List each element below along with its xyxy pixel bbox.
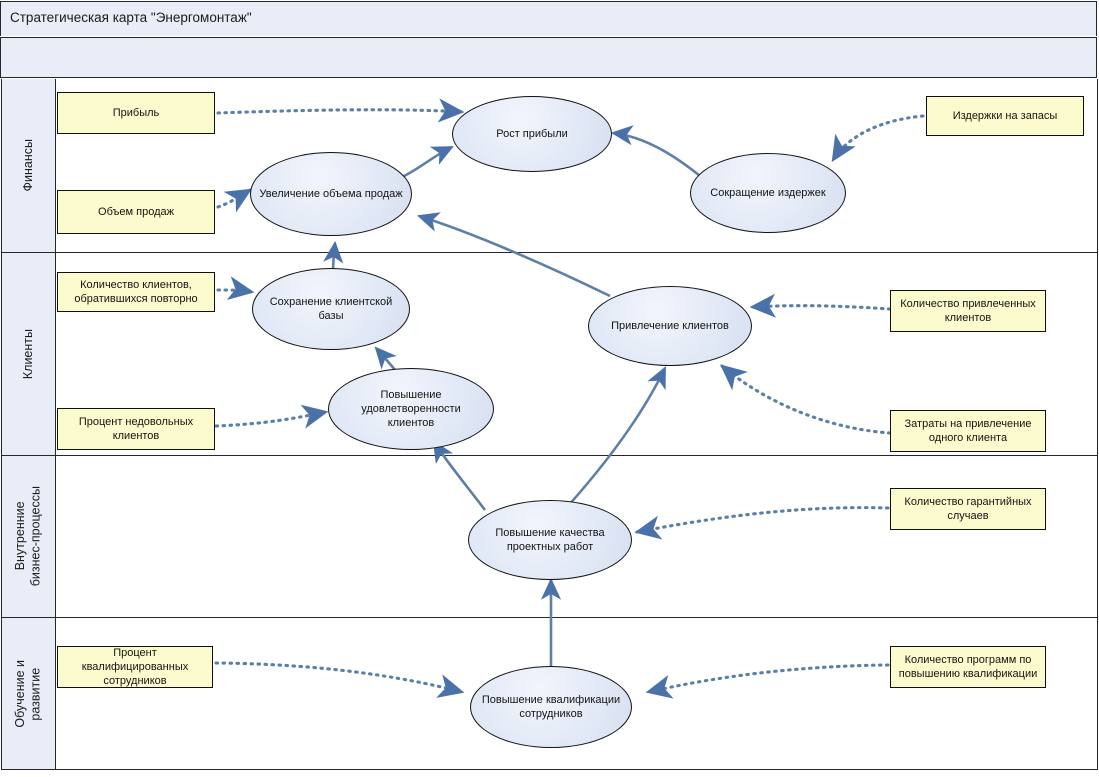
objective-client-satisfaction[interactable]: Повышение удовлетворенности клиентов	[328, 368, 494, 450]
perspective-label-learning: Обучение и развитие	[2, 618, 56, 769]
measure-unhappy-clients-label: Процент недовольных клиентов	[78, 415, 194, 442]
objective-profit-growth[interactable]: Рост прибыли	[452, 96, 612, 172]
objective-project-quality[interactable]: Повышение качества проектных работ	[468, 500, 632, 580]
measure-cost-per-client[interactable]: Затраты на привлечение одного клиента	[890, 410, 1046, 452]
measure-attracted-clients-label: Количество привлеченных клиентов	[900, 297, 1036, 324]
measure-cost-per-client-label: Затраты на привлечение одного клиента	[904, 417, 1032, 444]
measure-profit-label: Прибыль	[112, 106, 160, 119]
perspective-label-clients-text: Клиенты	[20, 328, 35, 380]
measure-repeat-clients[interactable]: Количество клиентов, обратившихся повтор…	[57, 272, 215, 312]
objective-client-satisfaction-label: Повышение удовлетворенности клиентов	[361, 388, 461, 430]
measure-inventory-costs[interactable]: Издержки на запасы	[926, 96, 1084, 136]
perspective-label-finance: Финансы	[2, 79, 56, 252]
measure-unhappy-clients[interactable]: Процент недовольных клиентов	[57, 408, 215, 450]
subtitle-band	[0, 37, 1097, 78]
measure-warranty-cases-label: Количество гарантийных случаев	[904, 495, 1032, 522]
perspective-label-clients: Клиенты	[2, 253, 56, 455]
measure-inventory-costs-label: Издержки на запасы	[952, 109, 1058, 122]
objective-client-attraction-label: Привлечение клиентов	[611, 319, 729, 332]
objective-client-base-label: Сохранение клиентской базы	[269, 295, 393, 322]
measure-qualified-staff-label: Процент квалифицированных сотрудников	[81, 646, 189, 688]
measure-training-programs[interactable]: Количество программ по повышению квалифи…	[890, 646, 1046, 688]
objective-sales-increase[interactable]: Увеличение объема продаж	[250, 152, 412, 236]
perspective-label-internal: Внутренние бизнес-процессы	[2, 456, 56, 617]
measure-training-programs-label: Количество программ по повышению квалифи…	[898, 653, 1038, 680]
measure-repeat-clients-label: Количество клиентов, обратившихся повтор…	[74, 278, 198, 305]
measure-profit[interactable]: Прибыль	[57, 92, 215, 134]
measure-warranty-cases[interactable]: Количество гарантийных случаев	[890, 488, 1046, 530]
objective-client-base[interactable]: Сохранение клиентской базы	[252, 268, 410, 350]
measure-attracted-clients[interactable]: Количество привлеченных клиентов	[890, 290, 1046, 332]
title-band: Стратегическая карта "Энергомонтаж"	[0, 1, 1097, 36]
perspective-label-learning-text: Обучение и развитие	[12, 659, 43, 728]
measure-sales-volume[interactable]: Объем продаж	[57, 190, 215, 234]
objective-staff-qualification-label: Повышение квалификации сотрудников	[481, 693, 621, 720]
objective-project-quality-label: Повышение качества проектных работ	[495, 526, 605, 553]
objective-staff-qualification[interactable]: Повышение квалификации сотрудников	[470, 666, 632, 748]
perspective-label-finance-text: Финансы	[20, 139, 35, 192]
objective-cost-reduction[interactable]: Сокращение издержек	[690, 153, 846, 233]
page-title: Стратегическая карта "Энергомонтаж"	[10, 10, 252, 25]
objective-profit-growth-label: Рост прибыли	[496, 127, 568, 140]
objective-cost-reduction-label: Сокращение издержек	[710, 186, 826, 199]
perspective-label-internal-text: Внутренние бизнес-процессы	[12, 486, 43, 587]
measure-sales-volume-label: Объем продаж	[98, 205, 174, 218]
objective-client-attraction[interactable]: Привлечение клиентов	[588, 286, 752, 366]
objective-sales-increase-label: Увеличение объема продаж	[259, 187, 403, 200]
measure-qualified-staff[interactable]: Процент квалифицированных сотрудников	[57, 646, 213, 688]
